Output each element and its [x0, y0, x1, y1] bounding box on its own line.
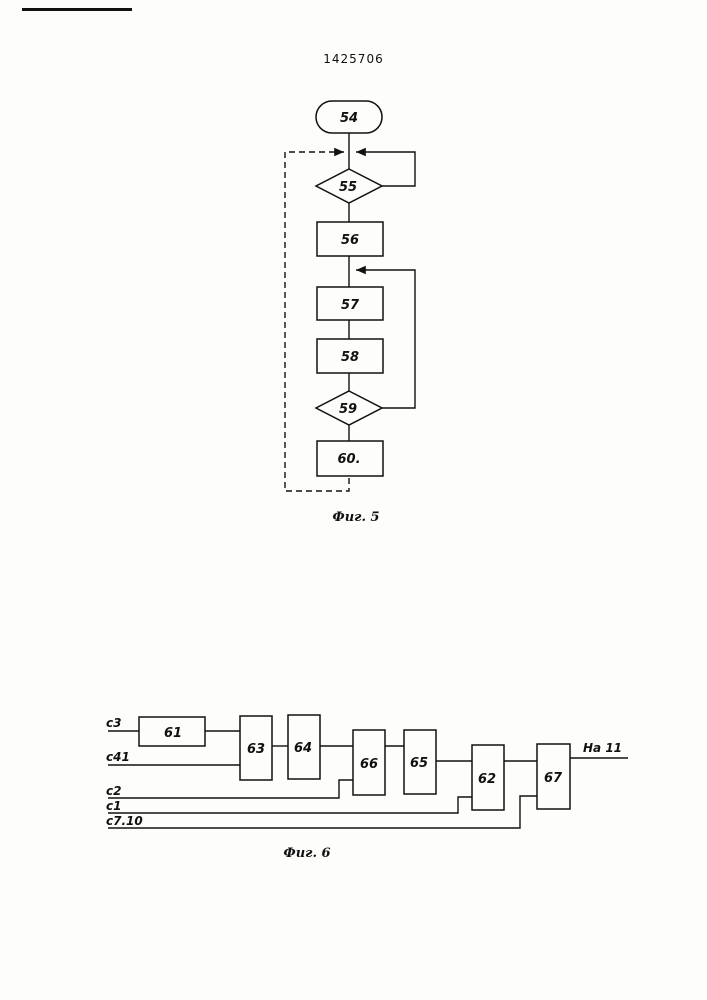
dashed-return-line [285, 152, 349, 491]
loop-55 [356, 152, 415, 186]
input-line-c2 [108, 780, 353, 798]
input-label-c41: c41 [106, 750, 130, 764]
input-label-c1: c1 [106, 799, 121, 813]
input-line-c1 [108, 797, 472, 813]
block-54-label: 54 [340, 111, 358, 126]
block-58-label: 58 [341, 350, 359, 365]
block-66-label: 66 [360, 757, 378, 772]
block-57-label: 57 [341, 298, 360, 313]
block-65-label: 65 [410, 756, 428, 771]
output-label: На 11 [583, 741, 622, 755]
decision-55-label: 55 [339, 180, 357, 195]
block-64-label: 64 [294, 741, 312, 756]
input-label-c7-10: c7.10 [106, 814, 143, 828]
decision-59-label: 59 [339, 402, 357, 417]
block-62-label: 62 [478, 772, 496, 787]
block-67-label: 67 [544, 771, 563, 786]
figure-6-caption: Фиг. 6 [283, 846, 330, 861]
figure-5-flowchart: 54 55 56 57 58 [285, 101, 415, 525]
input-label-c3: c3 [106, 716, 121, 730]
figure-6-block-diagram: c3 c41 c2 c1 c7.10 61 63 64 66 65 [106, 715, 628, 861]
block-56-label: 56 [341, 233, 359, 248]
block-63-label: 63 [247, 742, 265, 757]
block-60-label: 60. [337, 452, 360, 467]
figure-5-caption: Фиг. 5 [332, 510, 379, 525]
block-61-label: 61 [164, 726, 182, 741]
input-label-c2: c2 [106, 784, 121, 798]
